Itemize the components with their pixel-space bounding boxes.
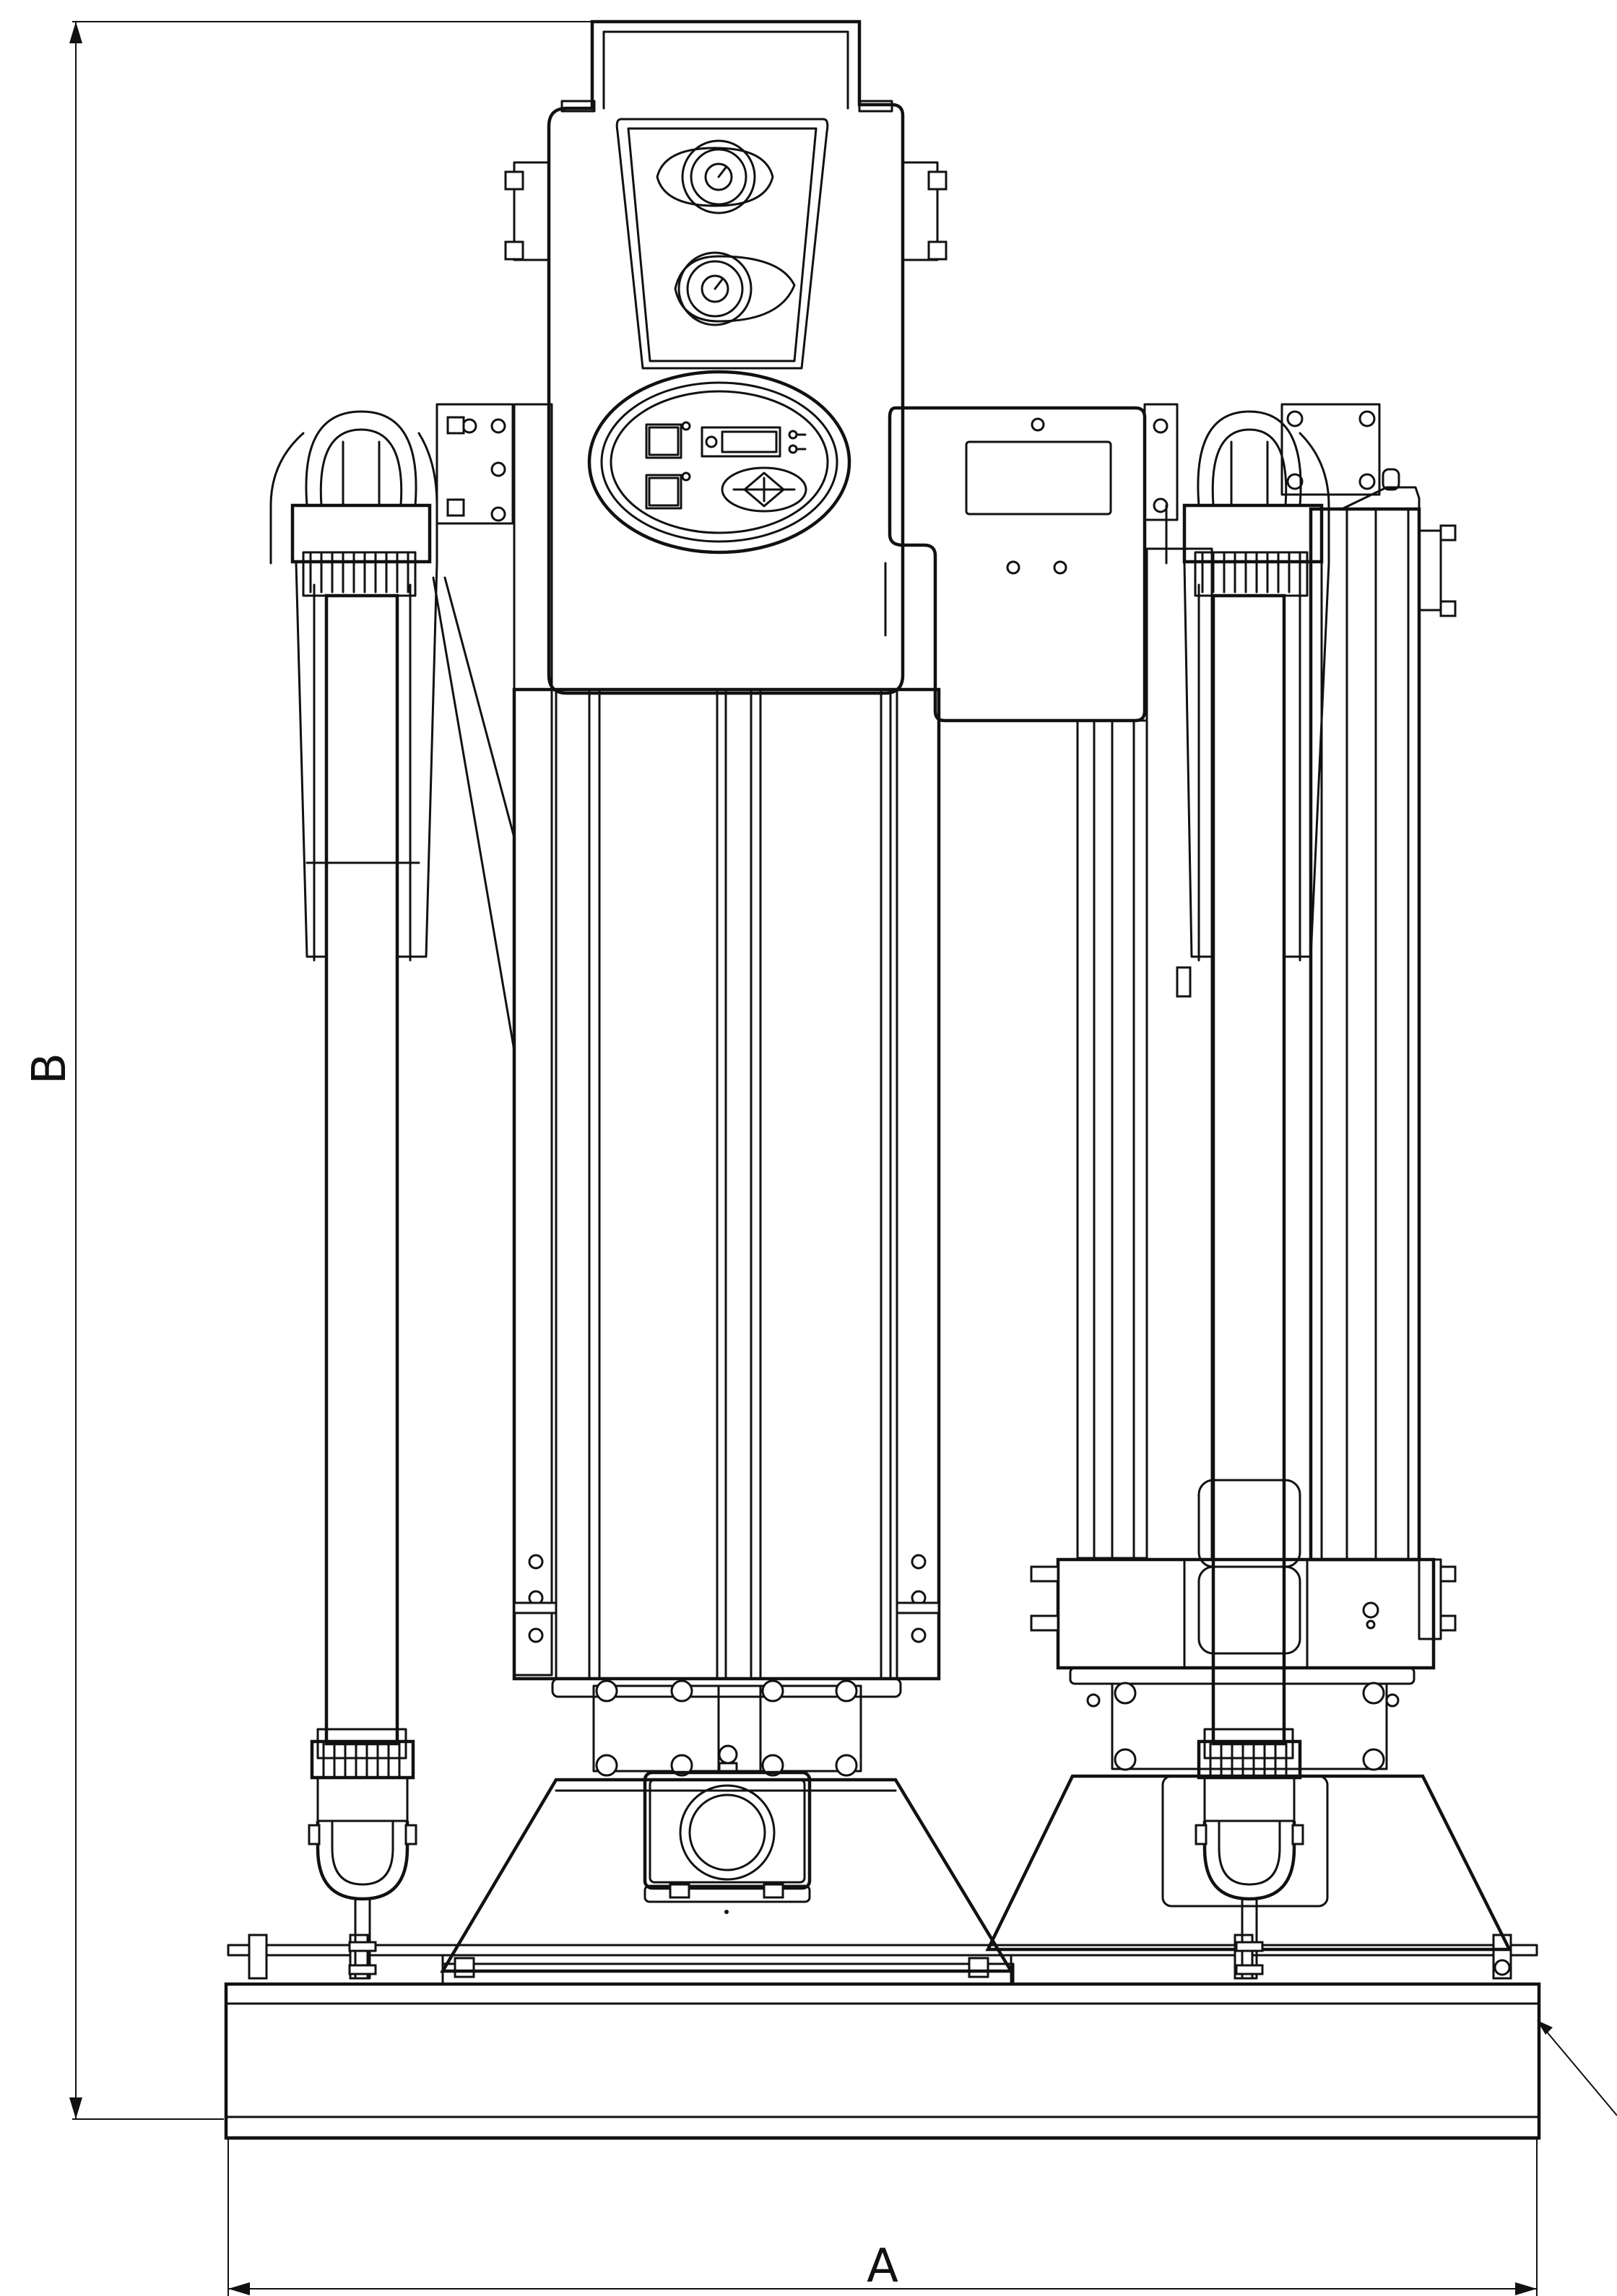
left-vessel-tower bbox=[432, 403, 941, 1698]
filter-symbol bbox=[721, 466, 807, 513]
left-base-cone bbox=[440, 1679, 1014, 1973]
pressure-gauge-bottom bbox=[674, 251, 796, 326]
controller-button-bottom bbox=[645, 474, 682, 510]
control-housing bbox=[504, 19, 948, 695]
right-base-cone bbox=[985, 1774, 1512, 1952]
right-vessel-tower bbox=[1030, 403, 1457, 1771]
controller-display bbox=[701, 426, 781, 458]
pressure-gauge-top bbox=[656, 139, 774, 214]
base-skid bbox=[224, 1934, 1541, 2140]
left-pipe bbox=[269, 403, 514, 1980]
dimension-b-label: B bbox=[23, 1053, 77, 1084]
controller-button-top bbox=[645, 423, 682, 459]
dimension-a-label: A bbox=[867, 2240, 898, 2293]
leader-arrow bbox=[1537, 2020, 1617, 2116]
dimension-b: B bbox=[23, 21, 592, 2120]
label-window bbox=[965, 440, 1112, 516]
right-pipe bbox=[1143, 403, 1330, 1980]
dimension-a: A bbox=[227, 2137, 1538, 2296]
controller-panel bbox=[587, 370, 851, 555]
right-label-panel bbox=[884, 406, 1147, 723]
